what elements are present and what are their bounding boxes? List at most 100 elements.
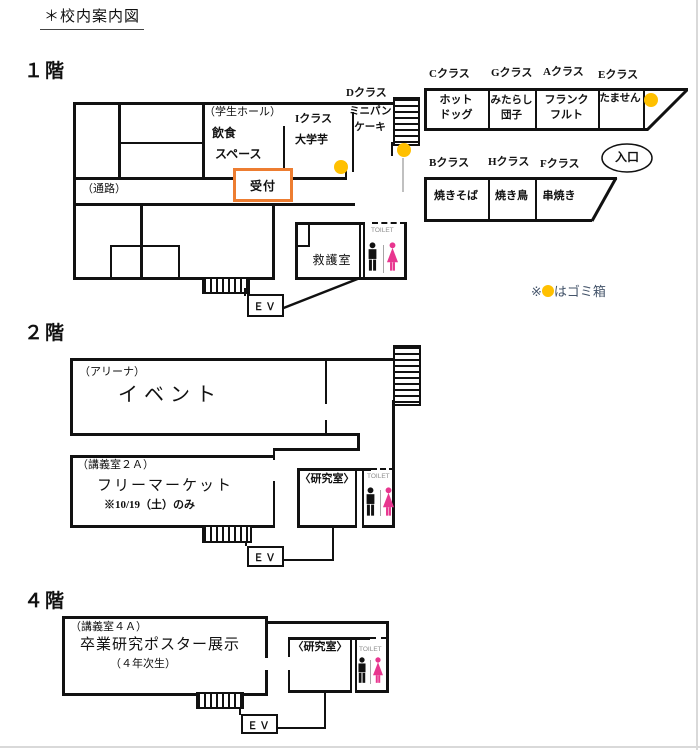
stall-item: 串焼き (542, 190, 576, 202)
stall-item: フルト (550, 109, 583, 121)
toilet-door-dashed (372, 222, 406, 224)
wall (295, 222, 363, 225)
wall (110, 245, 180, 247)
wall (73, 277, 275, 280)
wall (289, 177, 347, 180)
stall-item: みたらし (490, 95, 533, 106)
poster-exhibit-label: 卒業研究ポスター展示 (80, 637, 241, 653)
wall (535, 88, 537, 131)
wall (355, 468, 357, 525)
stairs-icon (202, 525, 252, 543)
wall (363, 222, 365, 280)
wall (244, 288, 246, 296)
class-label: Eクラス (598, 69, 639, 81)
wall (202, 102, 205, 180)
lecture-room-2a-label: （講義室２Ａ） (77, 459, 154, 471)
toilet-divider (380, 490, 381, 516)
wall (297, 525, 357, 528)
wall (424, 219, 592, 222)
stall-item: ドッグ (439, 109, 473, 121)
wall (295, 222, 298, 280)
wall (272, 203, 275, 280)
wall (273, 481, 275, 526)
wall (325, 420, 327, 435)
toilet-door-dashed (371, 468, 395, 470)
event-label: イベント (118, 384, 222, 406)
toilet-door-dashed (370, 637, 387, 639)
wall (73, 203, 355, 206)
wall (239, 703, 241, 715)
wall (140, 203, 143, 280)
wall (297, 468, 371, 471)
wall (424, 177, 427, 222)
page-title: ＊校内案内図 (40, 8, 145, 30)
wall (118, 102, 121, 180)
class-label: Bクラス (429, 157, 470, 169)
wall (70, 433, 360, 436)
arena-label: （アリーナ） (79, 366, 145, 378)
trash-can-dot (334, 160, 348, 174)
wall (288, 637, 370, 640)
walkway-diagonal-wall (280, 276, 361, 311)
toilet-divider (370, 660, 371, 684)
class-i-label: Iクラス (295, 113, 333, 125)
wall (598, 88, 600, 131)
lab-label: 〈研究室〉 (292, 641, 348, 653)
wall (110, 245, 112, 279)
wall (362, 525, 395, 528)
stall-item: 団子 (501, 110, 522, 121)
wall (325, 358, 327, 404)
stall-item: ホット (439, 94, 473, 106)
female-icon (382, 487, 395, 516)
wall (363, 277, 407, 280)
wall (357, 433, 360, 451)
class-label: Fクラス (540, 158, 580, 170)
wall (246, 525, 275, 528)
wall (392, 400, 395, 528)
wall (273, 448, 275, 460)
wall (424, 88, 688, 91)
page-edge (0, 746, 700, 748)
wall (352, 112, 354, 172)
stall-row-bottom-slant-wall (590, 177, 618, 222)
reception-label: 受付 (249, 178, 276, 193)
wall (324, 693, 326, 729)
stairs-icon (393, 345, 421, 406)
class-label: Hクラス (488, 156, 530, 168)
wall (178, 245, 180, 279)
wall (274, 727, 326, 729)
wall (424, 177, 617, 180)
wall (283, 126, 285, 172)
corridor-label: （通路） (82, 183, 126, 195)
wall (288, 670, 290, 692)
class-label: Gクラス (491, 67, 533, 79)
trash-note-suffix: はゴミ箱 (553, 284, 606, 299)
wall (386, 621, 389, 693)
eating-space-line2: スペース (215, 147, 262, 161)
wall (70, 455, 73, 528)
elevator-2f: ＥＶ (247, 546, 284, 567)
wall (62, 616, 268, 619)
trash-can-dot (397, 143, 411, 157)
male-icon (366, 487, 375, 516)
stall-item: フランク (544, 94, 589, 106)
wall (268, 621, 388, 624)
female-icon (373, 657, 383, 683)
class-i-item: 大学芋 (295, 134, 328, 146)
floor1-label: １階 (24, 61, 67, 82)
wall (488, 177, 490, 222)
trash-note: ※はゴミ箱 (531, 281, 606, 300)
class-d-label: Dクラス (346, 87, 387, 99)
wall (273, 448, 360, 451)
wall (73, 102, 76, 206)
male-icon (358, 657, 366, 683)
wall (355, 690, 389, 693)
elevator-4f: ＥＶ (241, 714, 278, 734)
ev-label: ＥＶ (253, 302, 278, 313)
wall (265, 616, 268, 658)
wall (295, 245, 310, 247)
wall (70, 525, 205, 528)
wall (288, 637, 290, 657)
wall (73, 102, 395, 105)
